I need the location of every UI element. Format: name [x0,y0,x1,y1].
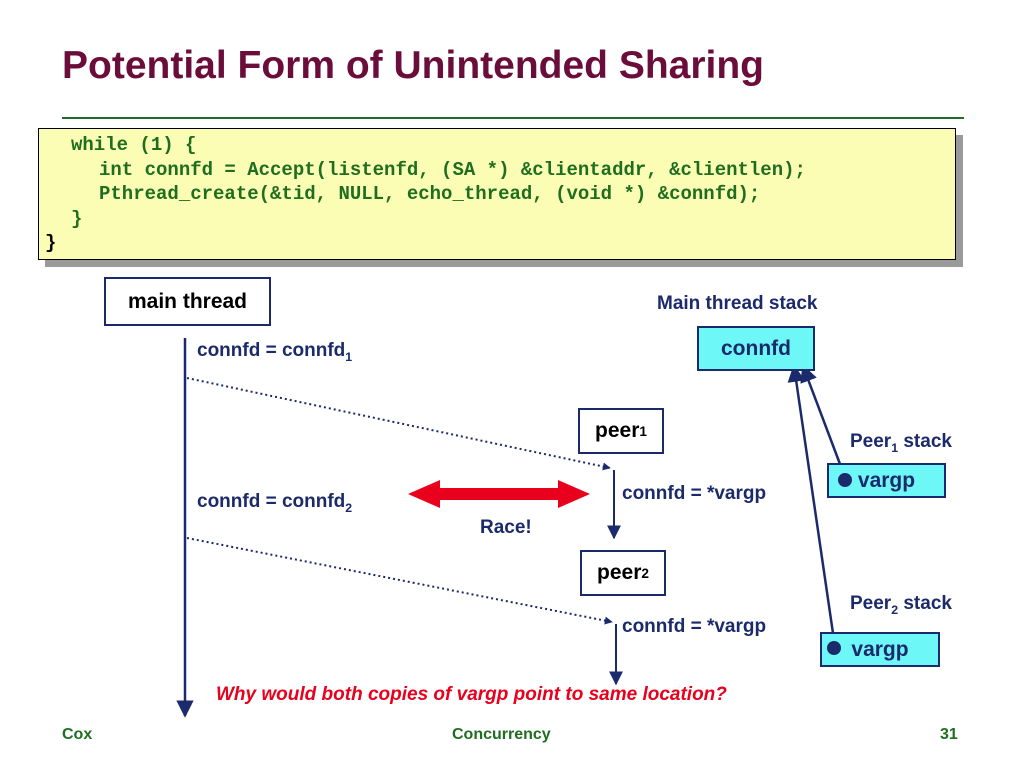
footer-topic: Concurrency [452,726,551,743]
slide-title: Potential Form of Unintended Sharing [62,44,764,87]
code-box: while (1) { int connfd = Accept(listenfd… [38,128,956,260]
footer-author: Cox [62,726,93,743]
race-double-arrow [408,480,590,508]
main-stack-label: Main thread stack [657,293,818,314]
main-assign-1: connfd = connfd1 [197,340,353,364]
peer2-assign: connfd = *vargp [622,616,767,637]
vargp1-pointer [800,364,848,481]
main-assign-2: connfd = connfd2 [197,491,353,515]
spawn-peer2-line [186,537,613,625]
code-line-4: } [71,207,83,230]
title-divider [62,117,964,119]
race-label: Race! [480,517,532,538]
code-line-1: while (1) { [71,134,197,156]
vargp2-pointer [787,364,837,648]
code-line-2: int connfd = Accept(listenfd, (SA *) &cl… [99,158,806,181]
vargp2-pointer-dot [827,641,841,655]
peer1-assign: connfd = *vargp [622,483,767,504]
page-number: 31 [940,726,958,743]
main-thread-box: main thread [104,277,271,326]
peer1-stack-label: Peer1 stack [850,431,952,455]
code-line-5: } [45,232,57,254]
code-line-3: Pthread_create(&tid, NULL, echo_thread, … [99,183,761,205]
vargp1-stack-box: vargp [827,463,946,498]
spawn-peer1-line [186,377,611,471]
peer2-stack-label: Peer2 stack [850,593,952,617]
vargp1-pointer-dot [838,473,852,487]
connfd-stack-box: connfd [697,326,815,371]
question-text: Why would both copies of vargp point to … [216,684,727,705]
